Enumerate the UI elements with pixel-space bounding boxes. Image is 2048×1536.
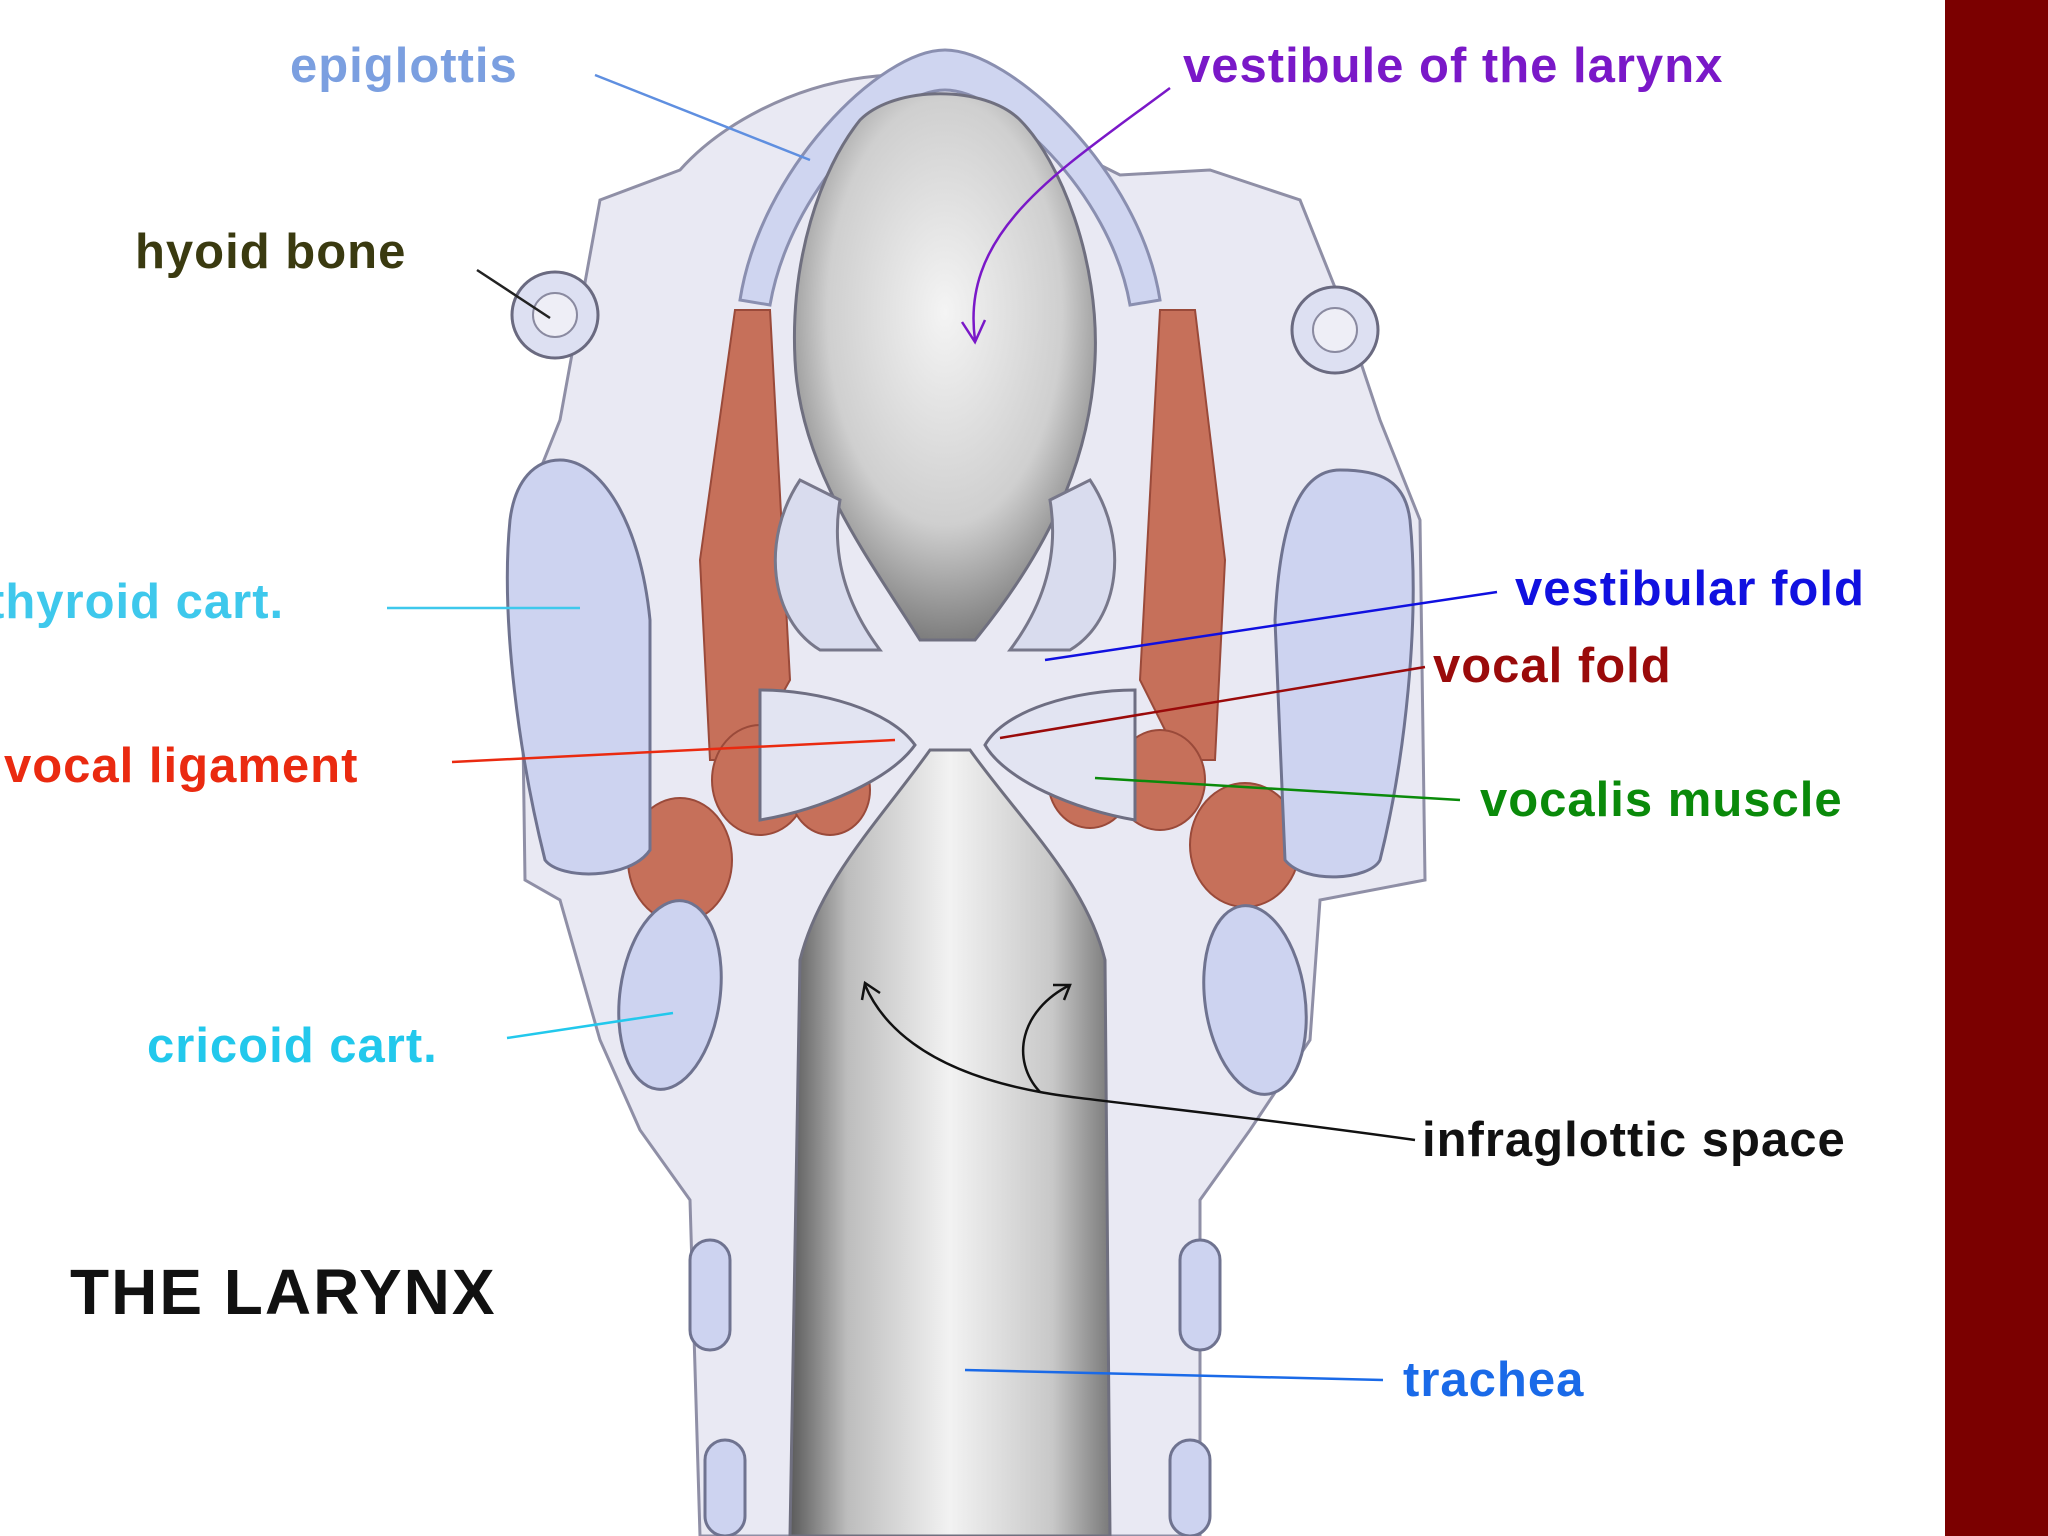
right-muscle-column (1138, 309, 1227, 761)
label-trachea: trachea (1403, 1353, 1585, 1407)
vestibule-arrowhead (960, 319, 987, 345)
infraglottic-arrow-right (1021, 983, 1071, 1093)
left-hyoid (510, 270, 600, 360)
label-hyoid-bone: hyoid bone (135, 225, 407, 279)
vestibule-arrow (972, 86, 1171, 341)
left-thyroid-cartilage (505, 458, 652, 876)
left-tracheal-ring-2 (703, 1438, 747, 1536)
label-vocal-ligament: vocal ligament (4, 739, 359, 793)
label-vestibule: vestibule of the larynx (1183, 39, 1724, 93)
infraglottic-lumen (788, 748, 1112, 1536)
label-vocal-fold: vocal fold (1433, 639, 1672, 693)
trachea-leader (964, 1368, 1384, 1382)
label-cricoid-cartilage: cricoid cart. (147, 1019, 438, 1073)
label-epiglottis: epiglottis (290, 39, 518, 93)
vocalis-leader (1094, 776, 1461, 802)
infraglottic-arrowhead-right (1053, 983, 1072, 1001)
label-thyroid-cartilage: thyroid cart. (0, 575, 285, 629)
vocal-ligament-leader (451, 738, 896, 764)
cricoid-leader (506, 1011, 674, 1040)
infraglottic-arrowhead-left (860, 980, 881, 1001)
hyoid-leader (476, 268, 551, 320)
right-hyoid (1290, 285, 1380, 375)
right-tracheal-ring (1178, 1238, 1222, 1352)
diagram-title: THE LARYNX (70, 1256, 497, 1328)
vocal-fold-leader (999, 665, 1426, 740)
label-vocalis-muscle: vocalis muscle (1480, 773, 1843, 827)
red-sidebar (1945, 0, 2048, 1536)
label-vestibular-fold: vestibular fold (1515, 562, 1865, 616)
right-thyroid-cartilage (1273, 468, 1415, 879)
right-cricoid-cartilage (1202, 904, 1308, 1096)
left-vestibular-fold (773, 478, 883, 652)
left-cricoid-cartilage (617, 899, 723, 1091)
vestibule-lumen (792, 92, 1097, 642)
infraglottic-leader (863, 984, 1416, 1142)
label-infraglottic-space: infraglottic space (1422, 1113, 1846, 1167)
vestibular-fold-leader (1044, 590, 1498, 662)
left-vocal-fold (758, 688, 917, 822)
epiglottis-leader (594, 73, 811, 162)
right-vestibular-fold (1007, 478, 1117, 652)
right-tracheal-ring-2 (1168, 1438, 1212, 1536)
left-tracheal-ring (688, 1238, 732, 1352)
